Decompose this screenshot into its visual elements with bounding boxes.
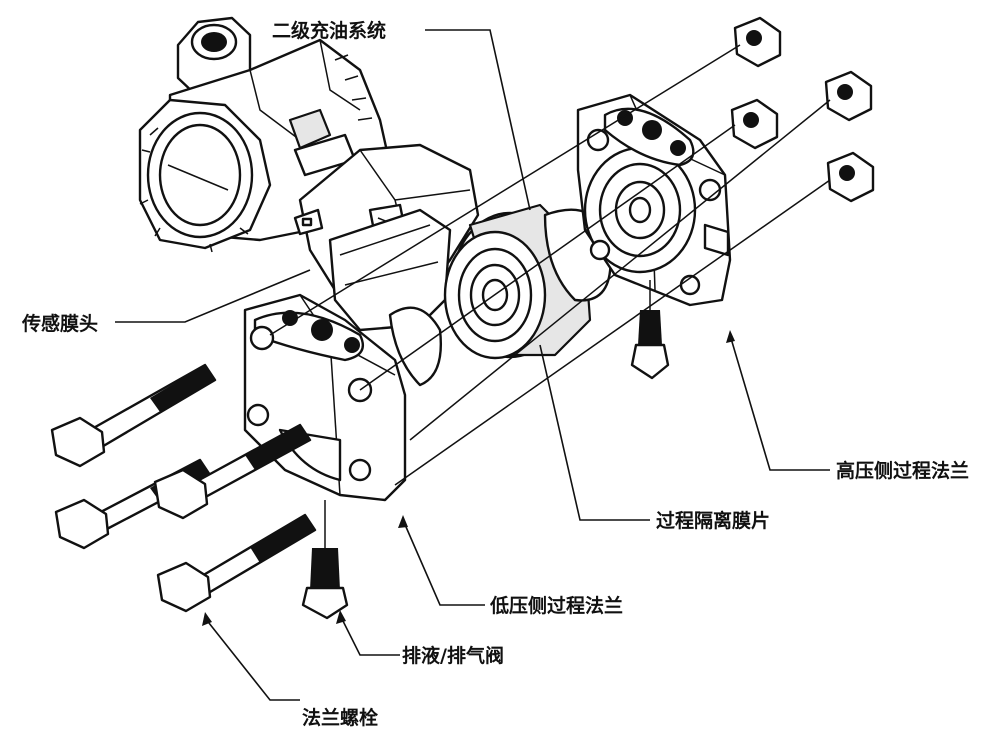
leader-lines [115,29,830,701]
drain-vent-valves [301,310,670,620]
assembly-axis-lines [269,44,831,548]
flange-nuts [730,16,875,203]
label-drain-vent-valve: 排液/排气阀 [402,644,504,667]
label-low-pressure-flange: 低压侧过程法兰 [489,594,623,617]
label-secondary-fill-system: 二级充油系统 [272,19,386,42]
label-isolating-diaphragm: 过程隔离膜片 [656,509,770,532]
sensor-capsule [328,208,452,332]
label-sensor-head: 传感膜头 [21,312,98,335]
transmitter-housing [138,16,480,312]
label-flange-bolts: 法兰螺栓 [302,706,378,729]
high-pressure-flange [576,93,732,307]
label-high-pressure-flange: 高压侧过程法兰 [836,459,969,482]
flange-bolts [50,363,317,613]
isolating-diaphragm [388,203,612,387]
